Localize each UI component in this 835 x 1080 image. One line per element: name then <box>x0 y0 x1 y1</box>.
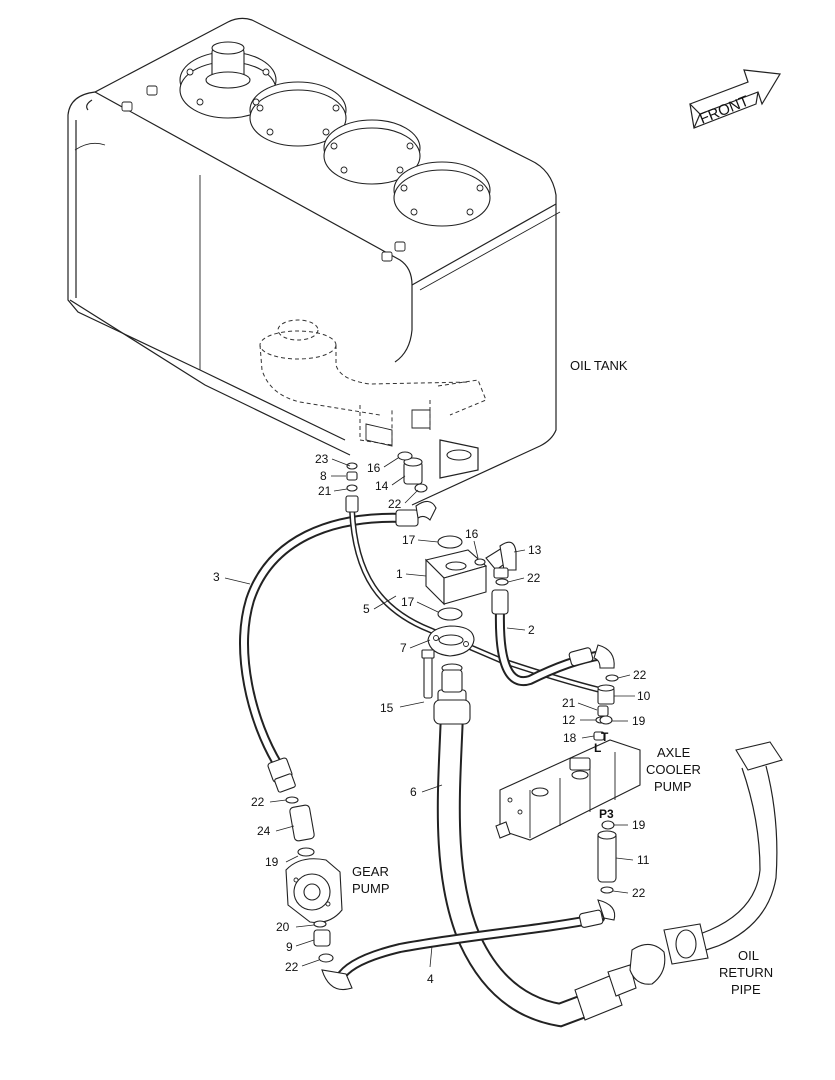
callout-20: 20 <box>276 920 290 934</box>
part-14-fitting <box>403 457 423 485</box>
hose-4 <box>321 899 616 991</box>
part-19-oring-p3 <box>601 820 615 830</box>
front-direction-arrow: FRONT <box>688 69 781 129</box>
callout-16: 16 <box>465 527 479 541</box>
part-15-bolt <box>421 649 435 699</box>
callout-23: 23 <box>315 452 329 466</box>
callout-17: 17 <box>402 533 416 547</box>
part-22-oring-9 <box>318 953 334 963</box>
part-9-fitting <box>313 929 331 947</box>
callout-10: 10 <box>637 689 651 703</box>
axle-cooler-pump <box>495 739 641 841</box>
part-7-split-flange <box>427 625 475 657</box>
internal-suction-pipe-hidden <box>259 319 487 446</box>
callout-2: 2 <box>528 623 535 637</box>
callout-7: 7 <box>400 641 407 655</box>
part-20-oring <box>313 920 327 928</box>
callout-5: 5 <box>363 602 370 616</box>
oil-tank-label: OIL TANK <box>570 358 628 373</box>
callout-6: 6 <box>410 785 417 799</box>
part-13-elbow-fitting <box>485 541 517 579</box>
callout-19: 19 <box>632 714 646 728</box>
oil-tank <box>67 17 561 506</box>
callout-22: 22 <box>251 795 265 809</box>
callout-19: 19 <box>265 855 279 869</box>
gear-pump <box>285 858 343 924</box>
callout-12: 12 <box>562 713 576 727</box>
axle-cooler-pump-label-line-1: AXLE <box>657 745 691 760</box>
callout-21: 21 <box>318 484 332 498</box>
part-10-fitting <box>597 684 615 705</box>
callout-24: 24 <box>257 824 271 838</box>
part-17-oring-lower <box>437 607 463 621</box>
gear-pump-label-line-2: PUMP <box>352 881 390 896</box>
part-22-oring-13 <box>495 578 509 586</box>
oil-return-pipe-label-line-1: OIL <box>738 948 759 963</box>
callout-22: 22 <box>527 571 541 585</box>
tank-outlet-bosses <box>365 409 479 479</box>
tank-hatch-cover-2 <box>249 81 347 147</box>
part-16-oring-side <box>474 558 486 566</box>
part-16-oring-upper <box>397 451 413 461</box>
callout-17: 17 <box>401 595 415 609</box>
tank-hatch-cover-3 <box>323 119 421 185</box>
cover-bolts <box>186 68 484 216</box>
callout-22: 22 <box>388 497 402 511</box>
part-22-oring-11 <box>600 886 614 894</box>
callout-9: 9 <box>286 940 293 954</box>
assembly-labels: OIL TANK AXLE COOLER PUMP GEAR PUMP OIL … <box>352 358 773 997</box>
hose-3 <box>239 500 437 793</box>
port-l-label: L <box>594 741 601 755</box>
axle-cooler-pump-label-line-2: COOLER <box>646 762 701 777</box>
port-t-label: T <box>601 730 609 744</box>
hose-5 <box>345 495 603 693</box>
part-callouts: 23 16 8 14 21 22 16 17 13 3 1 22 5 17 2 … <box>213 452 651 986</box>
oil-return-pipe-label-line-2: RETURN <box>719 965 773 980</box>
part-22-oring-10 <box>605 674 619 682</box>
callout-16: 16 <box>367 461 381 475</box>
part-23-8-21-stack <box>346 462 358 492</box>
callout-1: 1 <box>396 567 403 581</box>
callout-8: 8 <box>320 469 327 483</box>
callout-3: 3 <box>213 570 220 584</box>
tank-hatch-cover-4 <box>393 161 491 227</box>
port-labels: L T P3 <box>594 730 614 821</box>
hose-2 <box>491 589 615 687</box>
callout-13: 13 <box>528 543 542 557</box>
axle-cooler-pump-label-line-3: PUMP <box>654 779 692 794</box>
oil-return-pipe-label-line-3: PIPE <box>731 982 761 997</box>
part-11-tube <box>597 830 617 883</box>
callout-22: 22 <box>633 668 647 682</box>
part-21-fitting <box>597 705 609 717</box>
callout-15: 15 <box>380 701 394 715</box>
callout-22: 22 <box>285 960 299 974</box>
part-19-oring-gear <box>297 847 315 857</box>
oil-return-pipe <box>629 741 783 985</box>
callout-19: 19 <box>632 818 646 832</box>
port-p3-label: P3 <box>599 807 614 821</box>
callout-14: 14 <box>375 479 389 493</box>
part-24-fitting <box>289 804 315 842</box>
part-1-block-flange <box>424 549 488 606</box>
part-6-suction-adapter <box>441 663 463 693</box>
callout-4: 4 <box>427 972 434 986</box>
part-17-oring-upper <box>437 535 463 549</box>
leader-lines <box>224 457 635 968</box>
callout-22: 22 <box>632 886 646 900</box>
tank-bosses <box>121 85 406 262</box>
callout-18: 18 <box>563 731 577 745</box>
part-22-oring-24 <box>285 796 299 804</box>
callout-21: 21 <box>562 696 576 710</box>
callout-11: 11 <box>637 853 650 867</box>
gear-pump-label-line-1: GEAR <box>352 864 389 879</box>
part-19-oring-t <box>599 715 613 725</box>
